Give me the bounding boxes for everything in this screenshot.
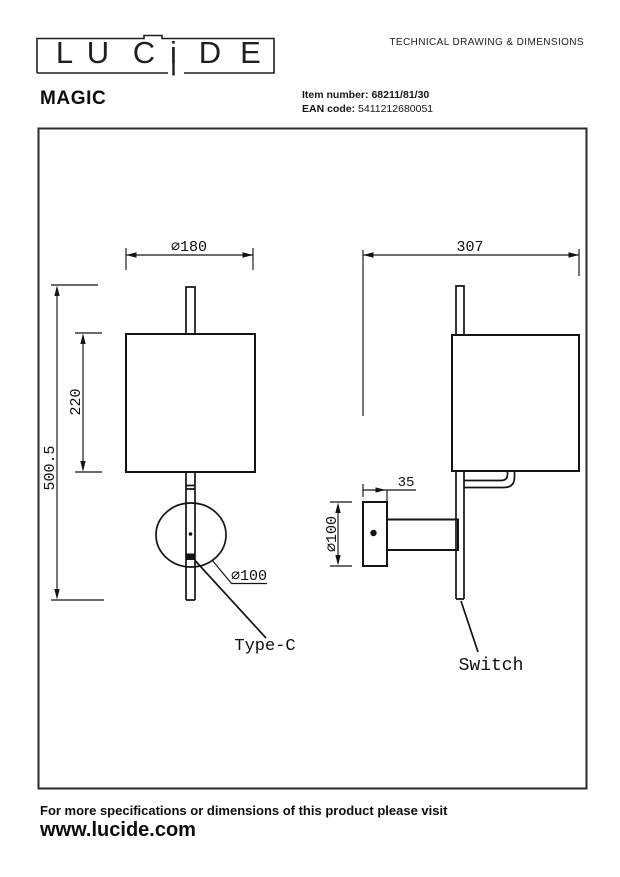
front-typec-callout: Type-C [194, 560, 296, 656]
dim-backplate-diameter: ⌀100 [324, 516, 341, 552]
label-type-c: Type-C [234, 637, 295, 656]
front-top-rod [185, 286, 196, 334]
footer-website: www.lucide.com [40, 819, 196, 841]
item-number-value: 68211/81/30 [371, 89, 430, 101]
item-number-row: Item number: 68211/81/30 [302, 89, 433, 103]
side-bottom-rod [455, 471, 465, 600]
dim-shade-height: 220 [68, 388, 85, 415]
front-total-height-dimension: 500.5 [42, 284, 104, 601]
product-name: MAGIC [40, 88, 107, 109]
front-shade-height-dimension: 220 [68, 332, 102, 473]
item-number-label: Item number: [302, 89, 369, 101]
ean-value: 5411212680051 [358, 102, 434, 115]
side-top-rod [455, 285, 465, 335]
logo-letter: L [56, 35, 73, 70]
footer-note: For more specifications or dimensions of… [40, 803, 448, 818]
side-view: 307 35 [324, 239, 580, 676]
label-switch: Switch [459, 656, 524, 676]
front-lamp-outline [125, 286, 256, 601]
front-shade [125, 333, 256, 473]
side-arm-tube-inner [464, 471, 509, 482]
side-bracket-arm [386, 518, 459, 551]
logo-letter: D [199, 35, 221, 70]
front-bottom-rod [185, 472, 196, 601]
side-shade [451, 334, 580, 472]
product-meta: Item number: 68211/81/30 EAN code: 54112… [302, 89, 433, 116]
dim-bracket-depth: 35 [398, 475, 415, 491]
drawing-frame [37, 127, 588, 790]
front-shade-diameter-dimension: ⌀180 [125, 239, 254, 270]
side-bracket-depth-dimension: 35 [362, 475, 416, 503]
logo-letter: U [87, 35, 109, 70]
document-title: TECHNICAL DRAWING & DIMENSIONS [389, 37, 584, 48]
side-depth-dimension: 307 [362, 239, 580, 416]
logo-letter: C [133, 35, 155, 70]
side-screw-dot [370, 529, 377, 537]
dim-total-height: 500.5 [42, 445, 59, 490]
dim-base-diameter: ⌀100 [231, 568, 267, 585]
front-center-dot [188, 532, 193, 536]
logo-letter: E [240, 35, 261, 70]
front-wall-plate-circle [155, 502, 227, 568]
ean-row: EAN code: 5411212680051 [302, 103, 433, 117]
logo-letter: i [170, 35, 177, 70]
ean-label: EAN code: [302, 102, 356, 115]
side-backplate-diameter-dimension: ⌀100 [324, 501, 352, 567]
front-view: ⌀180 500.5 220 [42, 239, 296, 656]
lucide-logo: L U C i D E [36, 34, 275, 76]
front-usb-port-mark [186, 553, 195, 560]
side-switch-callout: Switch [459, 600, 524, 676]
front-base-diameter-callout: ⌀100 [211, 559, 267, 585]
side-arm-tube-outer [464, 471, 516, 489]
side-lamp-outline [362, 285, 580, 600]
dim-total-depth: 307 [456, 239, 483, 256]
logo-border [36, 34, 275, 74]
dim-shade-diameter: ⌀180 [171, 239, 207, 256]
